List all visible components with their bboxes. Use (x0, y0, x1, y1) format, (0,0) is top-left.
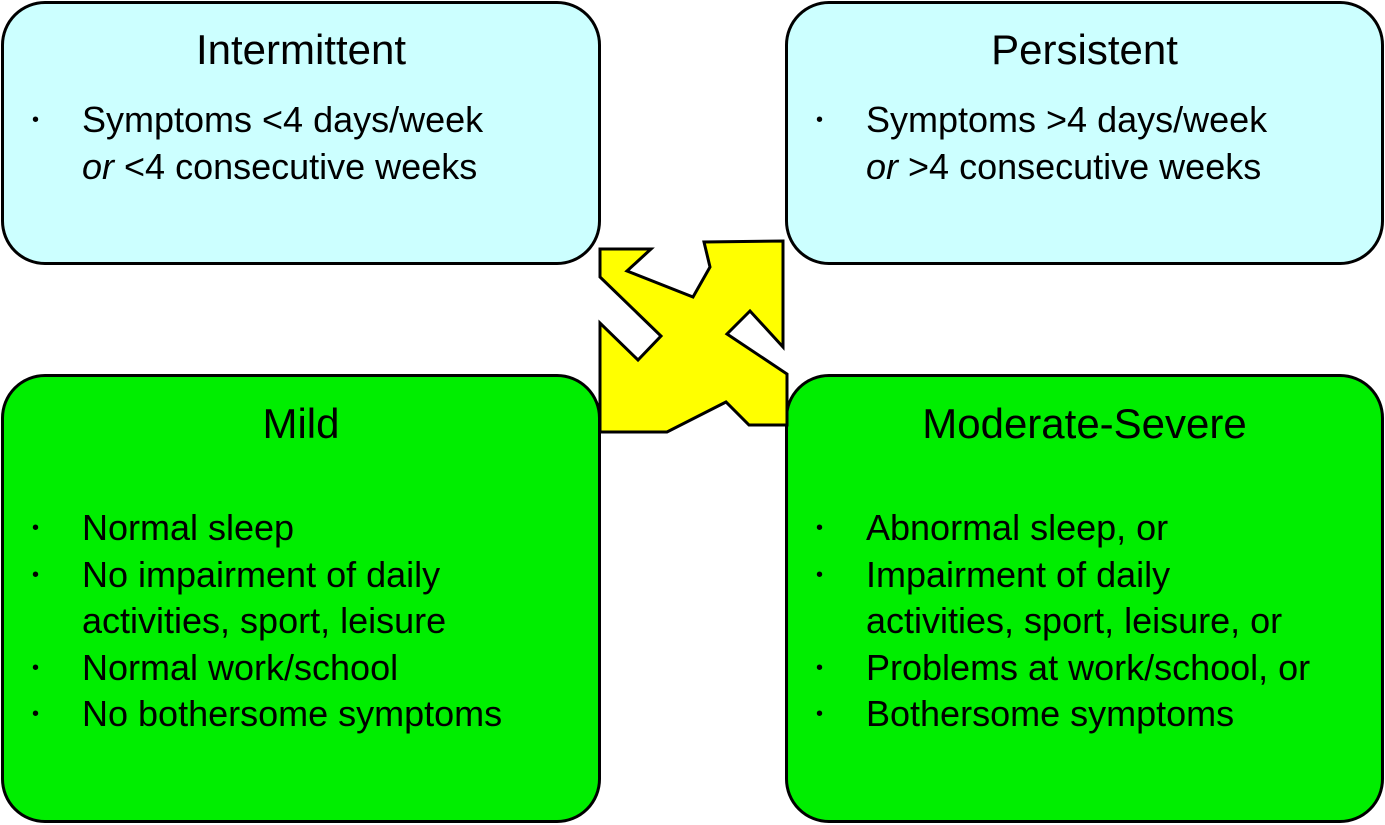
intermittent-title: Intermittent (195, 26, 407, 73)
criteria-line: Bothersome symptoms (866, 691, 1310, 738)
criteria-line: activities, sport, leisure (82, 598, 502, 645)
criteria-text: Normal work/school (82, 646, 399, 688)
criteria-line: or <4 consecutive weeks (82, 144, 483, 191)
criteria-line: activities, sport, leisure, or (866, 598, 1310, 645)
bullet-icon: • (32, 109, 40, 131)
criteria-text: Bothersome symptoms (866, 693, 1235, 734)
criteria-line: No impairment of daily (82, 552, 502, 599)
criteria-item: • Bothersome symptoms (816, 691, 1310, 738)
criteria-text: No bothersome symptoms (82, 693, 503, 734)
criteria-text: <4 consecutive weeks (114, 145, 478, 187)
criteria-item: • No bothersome symptoms (32, 691, 502, 738)
criteria-text: activities, sport, leisure (82, 600, 447, 641)
moderate-severe-box: Moderate-Severe • Abnormal sleep, or • Impa… (785, 374, 1384, 823)
bullet-icon: • (816, 563, 824, 586)
bullet-icon: • (32, 703, 40, 725)
bullet-icon: • (816, 656, 824, 679)
criteria-text: >4 consecutive weeks (898, 145, 1262, 187)
criteria-item: • Abnormal sleep, or (816, 505, 1310, 552)
bullet-icon: • (816, 703, 824, 725)
four-way-diagonal-arrow-icon (598, 239, 789, 434)
criteria-italic-text: or (866, 145, 899, 187)
bullet-icon: • (816, 517, 824, 539)
criteria-text: Symptoms >4 days/week (866, 99, 1268, 140)
criteria-line: Normal sleep (82, 505, 502, 552)
criteria-text: Problems at work/school, or (866, 646, 1311, 688)
criteria-line: Impairment of daily (866, 552, 1310, 599)
criteria-line: Symptoms >4 days/week (866, 97, 1267, 144)
criteria-line: or >4 consecutive weeks (866, 144, 1267, 191)
bullet-icon: • (32, 517, 40, 539)
mild-title: Mild (262, 400, 340, 447)
criteria-text: activities, sport, leisure, or (866, 600, 1283, 641)
criteria-line: Problems at work/school, or (866, 645, 1310, 692)
mild-criteria-list: • Normal sleep • No impairment of daily acti… (32, 505, 502, 738)
criteria-item: • Normal sleep (32, 505, 502, 552)
criteria-text: Abnormal sleep, or (866, 507, 1169, 548)
criteria-text: Impairment of daily (866, 553, 1171, 595)
criteria-text: Symptoms <4 days/week (82, 99, 484, 140)
criteria-text: No impairment of daily (82, 553, 441, 595)
criteria-line: Abnormal sleep, or (866, 505, 1310, 552)
moderate-severe-criteria-list: • Abnormal sleep, or • Impairment of daily a… (816, 505, 1310, 738)
persistent-title: Persistent (991, 26, 1178, 73)
criteria-italic-text: or (82, 145, 115, 187)
criteria-line: Normal work/school (82, 645, 502, 692)
criteria-item: • Normal work/school (32, 645, 502, 692)
bullet-icon: • (32, 656, 40, 679)
criteria-item: • No impairment of daily activities, sport… (32, 552, 502, 645)
criteria-item: • Impairment of daily activities, sport, l… (816, 552, 1310, 645)
criteria-line: Symptoms <4 days/week (82, 97, 483, 144)
mild-box: Mild • Normal sleep • No impairment of dail… (1, 374, 601, 823)
criteria-item: • Problems at work/school, or (816, 645, 1310, 692)
arrow-cross-shape (598, 239, 789, 434)
criteria-line: No bothersome symptoms (82, 691, 502, 738)
bullet-icon: • (32, 563, 40, 586)
bullet-icon: • (816, 109, 824, 131)
moderate-severe-title: Moderate-Severe (922, 400, 1247, 447)
criteria-text: Normal sleep (82, 507, 295, 548)
